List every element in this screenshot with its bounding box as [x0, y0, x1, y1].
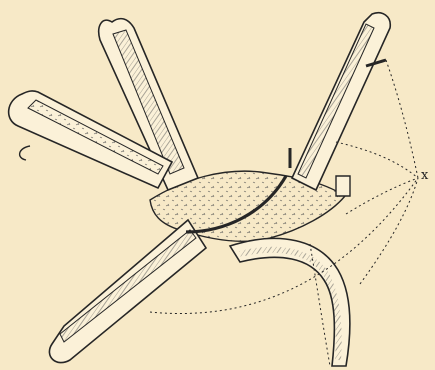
stub-tube	[336, 176, 350, 196]
left-hook	[20, 146, 30, 160]
label-x: x	[421, 168, 428, 183]
arm-upper-right	[292, 13, 390, 190]
arm-lower-left	[49, 220, 206, 363]
tube-lower-right	[230, 238, 350, 366]
